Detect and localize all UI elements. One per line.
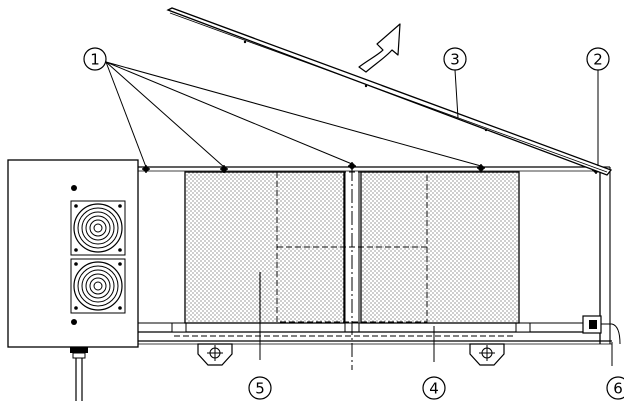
- svg-text:1: 1: [90, 51, 100, 69]
- mount-foot-icon: [469, 343, 505, 366]
- callout-6: 6: [606, 376, 624, 400]
- filter-pad-left: [184, 171, 345, 324]
- svg-text:5: 5: [255, 380, 265, 398]
- callout-5: 5: [248, 376, 272, 400]
- callout-1: 1: [83, 47, 107, 71]
- mount-foot-icon: [197, 343, 233, 366]
- callout-2: 2: [586, 47, 610, 71]
- fan-grille-icon: [70, 258, 126, 314]
- leader-lines: [105, 61, 613, 366]
- filter-pad-right: [360, 171, 520, 324]
- svg-text:4: 4: [429, 380, 439, 398]
- screw-icon: [71, 185, 77, 191]
- lid-panel: [166, 7, 613, 176]
- center-line: [344, 167, 360, 370]
- svg-text:2: 2: [593, 51, 603, 69]
- fan-grille-icon: [70, 200, 126, 256]
- callout-3: 3: [443, 47, 467, 71]
- svg-text:6: 6: [613, 380, 623, 398]
- open-arrow-icon: [358, 23, 401, 73]
- control-box: [7, 159, 139, 401]
- callout-4: 4: [422, 376, 446, 400]
- cable-gland-icon: [70, 347, 88, 401]
- svg-text:3: 3: [450, 51, 460, 69]
- fastener-icon: [477, 164, 485, 172]
- screw-icon: [71, 319, 77, 325]
